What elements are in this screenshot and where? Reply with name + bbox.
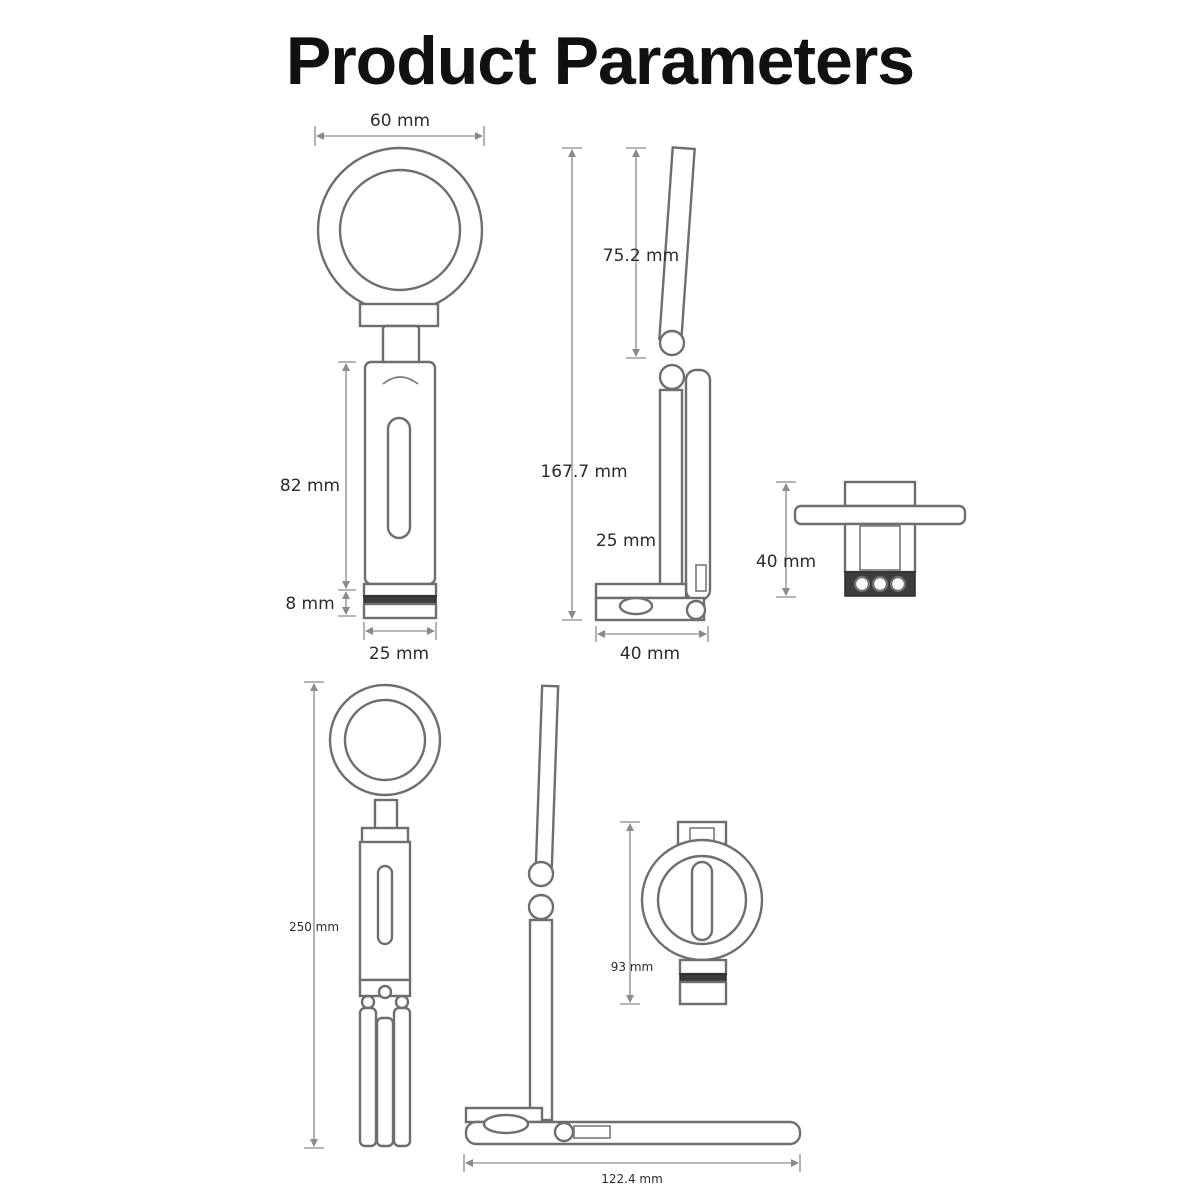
side-depth-label: 40 mm: [620, 644, 680, 664]
base-height-dimension: 8 mm: [285, 591, 356, 617]
body-height-label: 82 mm: [280, 476, 340, 496]
extended-front-view: [328, 683, 442, 1148]
total-height-dimension: 167.7 mm: [540, 147, 628, 621]
arm-length-label: 75.2 mm: [603, 246, 679, 266]
side-depth-dimension: 40 mm: [595, 626, 709, 664]
top-height-dimension: 40 mm: [756, 481, 816, 598]
body-height-dimension: 82 mm: [280, 361, 356, 591]
top-height-label: 40 mm: [756, 552, 816, 572]
top-view: [793, 480, 967, 597]
side-view: [594, 146, 712, 622]
front-width-label: 60 mm: [370, 111, 430, 131]
extended-length-label: 122.4 mm: [601, 1172, 663, 1186]
extended-height-dimension: 250 mm: [289, 681, 339, 1149]
extended-height-label: 250 mm: [289, 920, 339, 934]
page-title: Product Parameters: [285, 23, 915, 99]
front-width-dimension: 60 mm: [314, 111, 485, 146]
folded-height-dimension: 93 mm: [611, 821, 653, 1005]
base-width-label: 25 mm: [369, 644, 429, 664]
total-height-label: 167.7 mm: [540, 462, 627, 482]
base-height-label: 8 mm: [285, 594, 334, 614]
folded-view: [640, 820, 764, 1006]
arm-length-dimension: 75.2 mm: [603, 147, 679, 359]
extended-length-dimension: 122.4 mm: [463, 1154, 801, 1186]
folded-height-label: 93 mm: [611, 960, 653, 974]
extended-side-view: [464, 684, 802, 1146]
front-view: [316, 146, 484, 620]
base-width-dimension: 25 mm: [363, 622, 437, 664]
side-height-label: 25 mm: [596, 531, 656, 551]
